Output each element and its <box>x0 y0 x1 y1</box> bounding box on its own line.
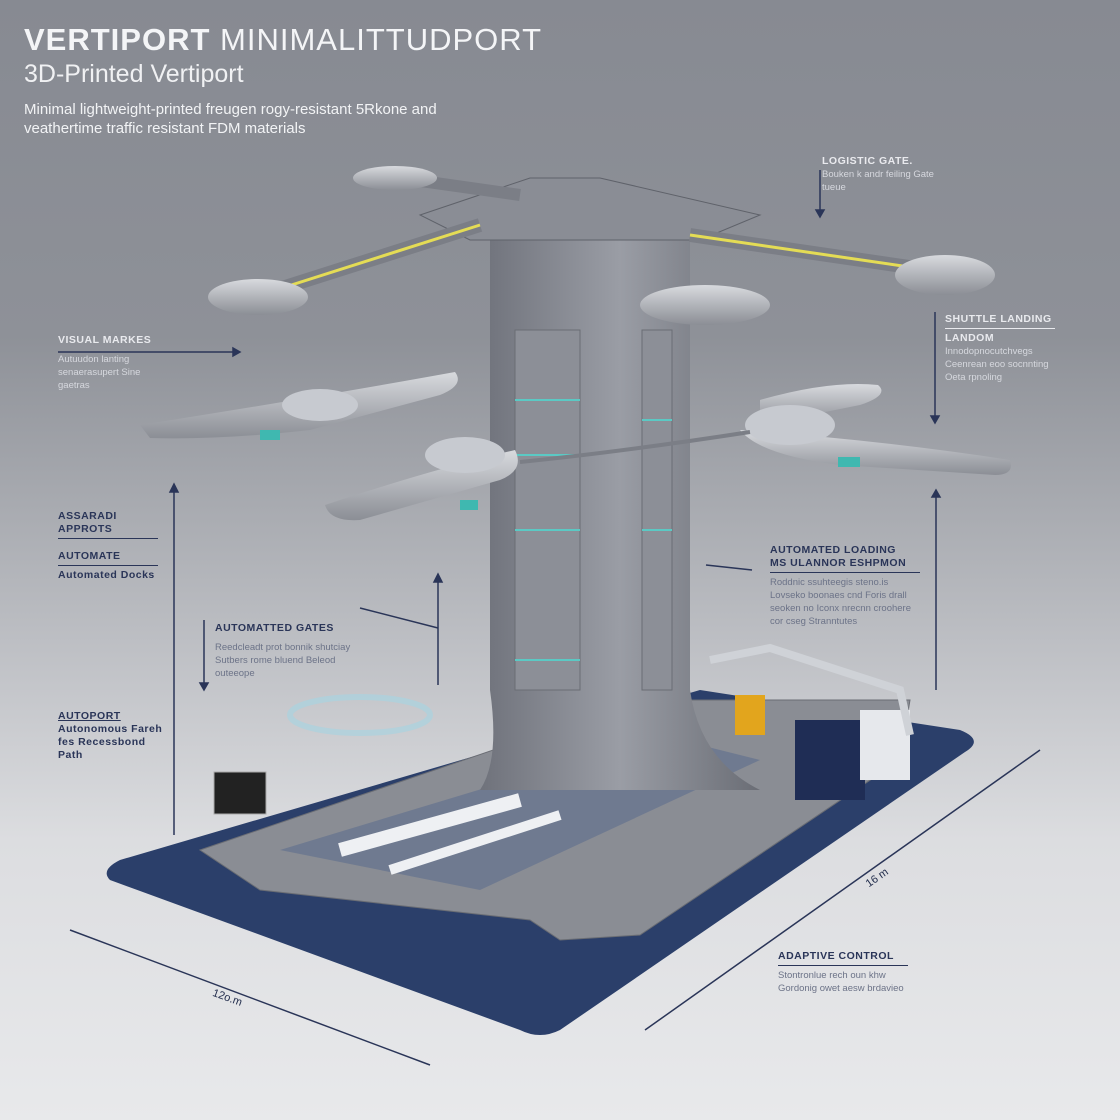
callout-body: Bouken k andr feiling Gate tueue <box>822 169 934 193</box>
page-title: VERTIPORT MINIMALITTUDPORT <box>24 22 542 58</box>
callout-automated-docks: AUTOMATE Automated Docks <box>58 550 158 582</box>
callout-heading: AUTOMATE <box>58 550 158 566</box>
cargo-container <box>795 720 865 800</box>
callout-body: Roddnic ssuhteegis steno.is Lovseko boon… <box>770 577 912 627</box>
callout-body: Reedcleadt prot bonnik shutciay Sutbers … <box>215 642 351 679</box>
callout-autoport: AUTOPORT Autonomous Fareh fes Recessbond… <box>58 710 168 762</box>
page-description: Minimal lightweight-printed freugen rogy… <box>24 101 437 137</box>
rotor-arms <box>208 166 995 325</box>
callout-body: Autuudon lanting senaerasupert Sine gaet… <box>58 354 141 391</box>
callout-heading: AUTOMATTED GATES <box>215 622 334 634</box>
callout-body: Stontronlue rech oun khw Gordonig owet a… <box>778 970 904 994</box>
drones <box>140 372 1011 521</box>
callout-approach-paths: ASSARADI APPROTS <box>58 510 158 542</box>
callout-heading: AUTOMATED LOADING <box>770 544 896 556</box>
callout-subheading: LANDOM <box>945 332 995 344</box>
hover-ring <box>287 694 433 736</box>
callout-automated-loading: AUTOMATED LOADING MS ULANNOR ESHPMON Rod… <box>770 544 920 628</box>
callout-subheading: MS ULANNOR ESHPMON <box>770 557 920 573</box>
display-screen <box>213 771 267 815</box>
callout-body: Autonomous Fareh fes Recessbond Path <box>58 723 163 761</box>
callout-heading: AUTOPORT <box>58 710 121 722</box>
callout-automated-gates: AUTOMATTED GATES Reedcleadt prot bonnik … <box>215 622 365 680</box>
callout-heading: ADAPTIVE CONTROL <box>778 950 908 966</box>
title-bold: VERTIPORT <box>24 22 211 57</box>
callout-heading: LOGISTIC GATE. <box>822 155 913 167</box>
callout-heading: SHUTTLE LANDING <box>945 313 1055 329</box>
callout-visual-markers: VISUAL MARKES Autuudon lanting senaerasu… <box>58 334 158 392</box>
loader-vehicle <box>735 695 765 735</box>
callout-heading: ASSARADI APPROTS <box>58 510 158 539</box>
callout-body: Innodopnocutchvegs Ceenrean eoo socnntin… <box>945 346 1049 383</box>
leader-lines <box>58 170 1041 1066</box>
page-subtitle: 3D-Printed Vertiport <box>24 60 244 88</box>
callout-adaptive-control: ADAPTIVE CONTROL Stontronlue rech oun kh… <box>778 950 908 995</box>
title-light: MINIMALITTUDPORT <box>220 22 543 57</box>
callout-logistic-gate: LOGISTIC GATE. Bouken k andr feiling Gat… <box>822 155 952 194</box>
callout-shuttle-landing: SHUTTLE LANDING LANDOM Innodopnocutchveg… <box>945 313 1055 384</box>
callout-body: Automated Docks <box>58 569 155 581</box>
callout-heading: VISUAL MARKES <box>58 334 152 346</box>
